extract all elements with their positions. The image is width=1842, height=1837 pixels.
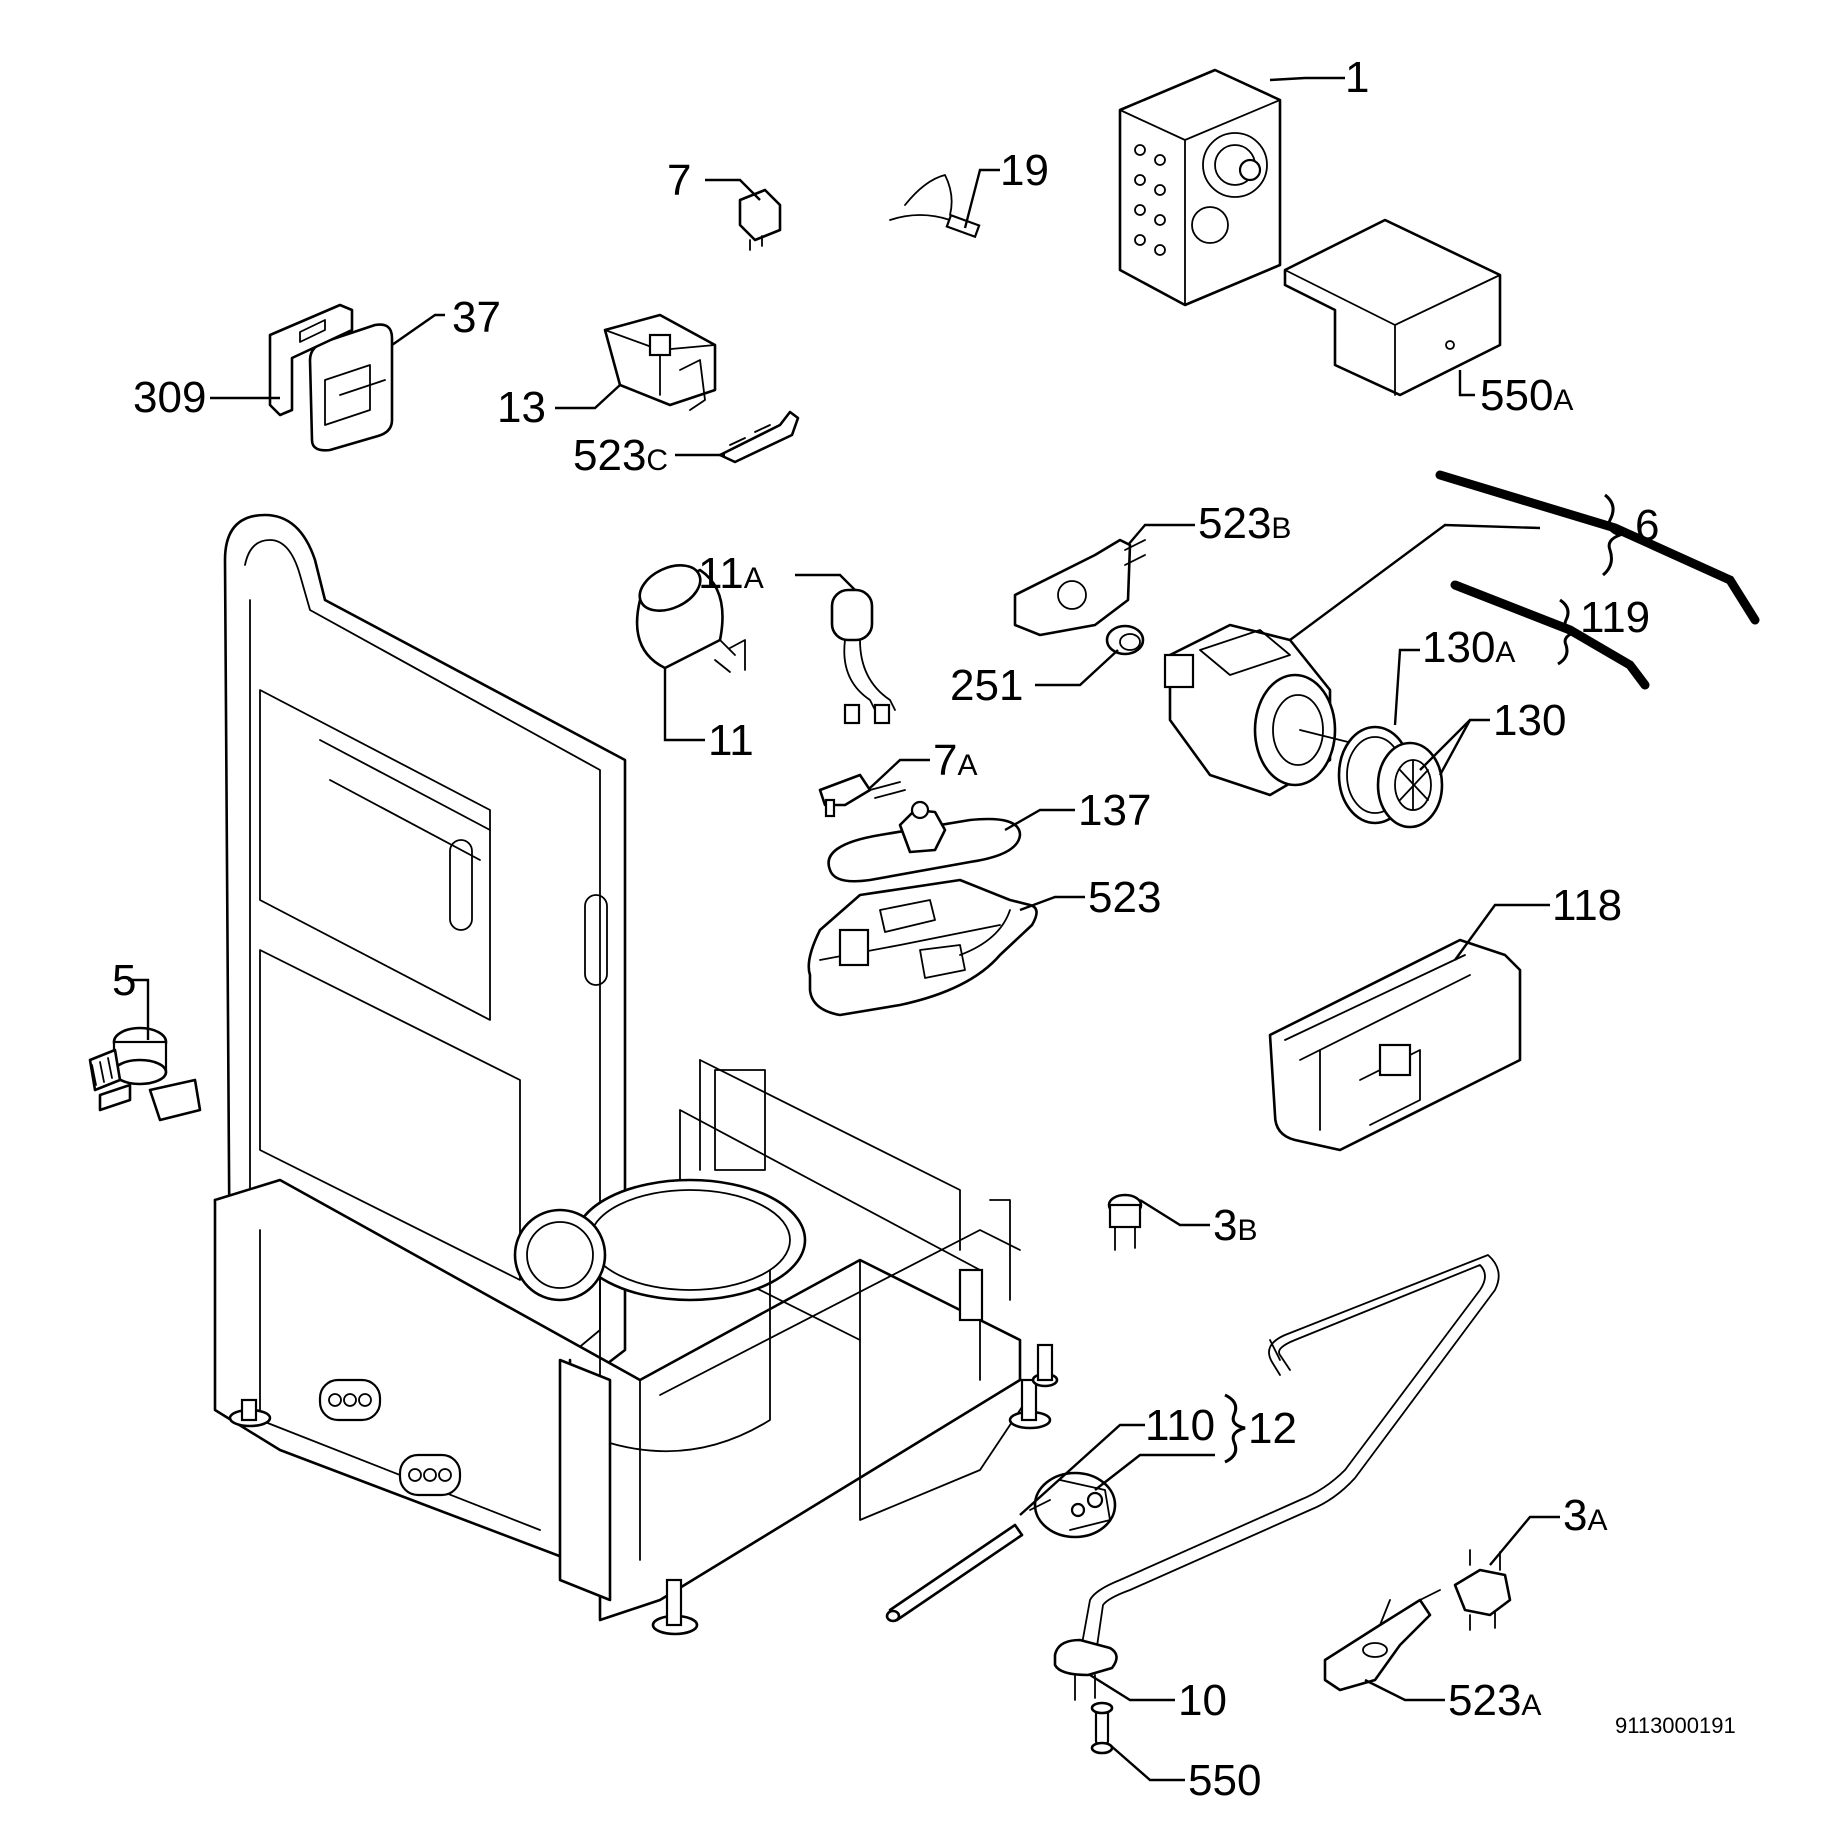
label-550a-number: 550: [1480, 371, 1553, 420]
screw-part-550: [1090, 1701, 1114, 1755]
timer-cover-550a: [1283, 218, 1502, 397]
heater-part-10: [1053, 1254, 1500, 1701]
switch-part-3b: [1107, 1193, 1143, 1251]
label-12: 12: [1248, 1404, 1297, 1453]
label-130a-suffix: A: [1495, 636, 1515, 669]
label-119: 119: [1580, 593, 1650, 642]
label-13: 13: [497, 383, 546, 432]
label-523c-suffix: C: [646, 444, 668, 477]
connector-part-7: [738, 188, 782, 251]
label-110: 110: [1145, 1401, 1215, 1450]
bracket-part-523b: [1013, 538, 1146, 637]
drawing-number: 9113000191: [1615, 1713, 1736, 1738]
label-7a-number: 7: [933, 736, 957, 785]
label-523c-number: 523: [573, 431, 646, 480]
label-10: 10: [1178, 1676, 1227, 1725]
label-1: 1: [1345, 53, 1369, 102]
thermostat-part-3a: [1453, 1549, 1512, 1631]
dispenser-part-118: [1268, 938, 1522, 1152]
leader-lines: [128, 76, 1560, 1782]
label-118: 118: [1552, 881, 1622, 930]
label-550: 550: [1188, 1756, 1261, 1805]
label-3a-suffix: A: [1587, 1504, 1607, 1537]
label-137: 137: [1078, 786, 1151, 835]
label-523b: 523B: [1198, 499, 1291, 548]
label-7a-suffix: A: [957, 749, 977, 782]
float-part-137: [827, 800, 1022, 883]
label-523a: 523A: [1448, 1676, 1541, 1725]
hose-part-tube: [885, 1523, 1024, 1623]
label-37: 37: [452, 293, 501, 342]
label-130: 130: [1493, 696, 1566, 745]
label-11a-number: 11: [698, 549, 744, 598]
label-550a: 550A: [1480, 371, 1573, 420]
label-130a-number: 130: [1422, 623, 1495, 672]
label-523b-suffix: B: [1271, 512, 1291, 545]
bracket-part-523c: [718, 410, 800, 464]
bracket-part-309: [268, 303, 354, 417]
label-19: 19: [1000, 146, 1049, 195]
capacitor-part-11a: [830, 588, 896, 725]
pressure-switch-part-110: [1029, 1471, 1117, 1539]
group-bracket-6: [1435, 470, 1760, 625]
label-3a: 3A: [1563, 1491, 1608, 1540]
float-housing-part-523: [807, 878, 1038, 1017]
label-550a-suffix: A: [1553, 384, 1573, 417]
sensor-part-19: [889, 174, 981, 239]
motor-part-6: [1163, 623, 1361, 797]
label-6: 6: [1635, 501, 1659, 550]
label-3a-number: 3: [1563, 1491, 1587, 1540]
brace-119: [1557, 598, 1580, 666]
door-lock-part-13: [603, 313, 717, 411]
label-251: 251: [950, 661, 1023, 710]
label-523a-number: 523: [1448, 1676, 1521, 1725]
timer-part-1: [1118, 68, 1282, 307]
label-523: 523: [1088, 873, 1161, 922]
impeller-part-130: [1337, 725, 1444, 829]
brace-6: [1601, 493, 1625, 577]
brace-12: [1224, 1393, 1246, 1464]
label-523c: 523C: [573, 431, 668, 480]
capacitor-part-11: [635, 564, 746, 673]
label-11a: 11A: [698, 549, 764, 598]
label-5: 5: [112, 956, 136, 1005]
switch-part-7a: [818, 773, 906, 818]
label-7: 7: [667, 156, 691, 205]
label-11a-suffix: A: [744, 562, 764, 595]
group-bracket-119: [1450, 580, 1650, 690]
label-3b: 3B: [1213, 1201, 1258, 1250]
grommet-part-251: [1105, 624, 1145, 656]
label-523b-number: 523: [1198, 499, 1271, 548]
label-130a: 130A: [1422, 623, 1515, 672]
valve-part-5: [88, 1026, 202, 1122]
part-labels: 1 19 7 37 309 13 523C 550A 523B 6 11A 11…: [112, 53, 1659, 1805]
label-3b-suffix: B: [1237, 1214, 1257, 1247]
label-7a: 7A: [933, 736, 978, 785]
label-523a-suffix: A: [1521, 1689, 1541, 1722]
label-11: 11: [708, 716, 754, 765]
appliance-frame: [213, 513, 1059, 1636]
label-309: 309: [133, 373, 206, 422]
label-3b-number: 3: [1213, 1201, 1237, 1250]
bracket-part-523a: [1323, 1589, 1441, 1692]
